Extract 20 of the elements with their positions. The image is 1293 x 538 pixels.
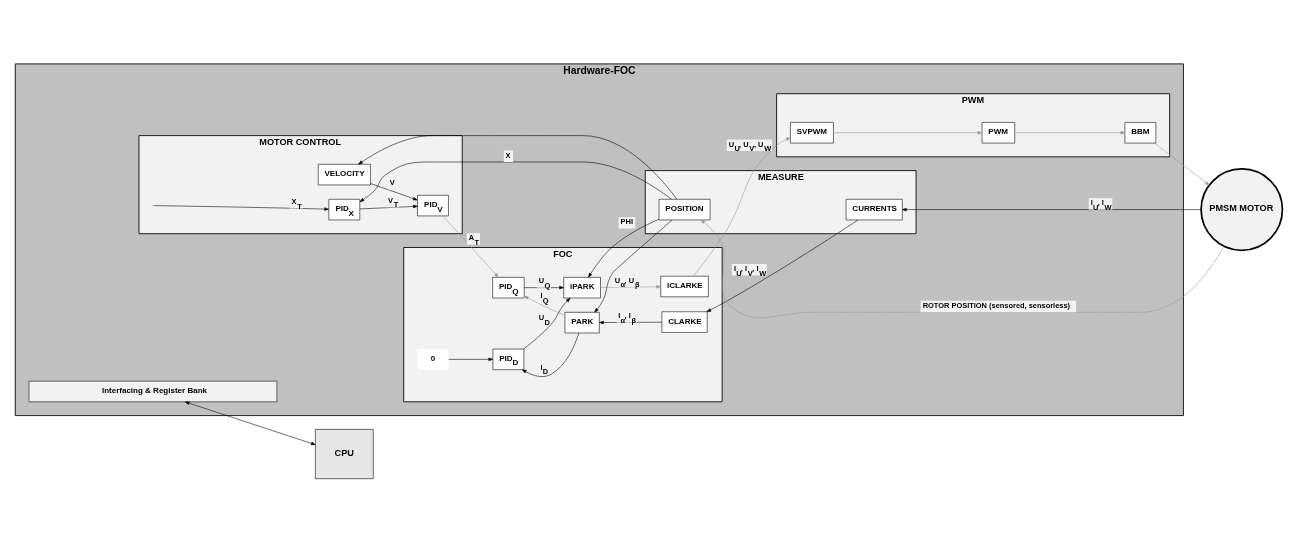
arrow <box>1014 131 1126 135</box>
arrow <box>600 285 661 289</box>
node-box: CPU <box>315 429 374 479</box>
arrow <box>523 285 564 290</box>
arrow <box>902 207 1202 212</box>
arrow <box>359 204 418 210</box>
arrow <box>359 161 672 202</box>
arrow <box>700 219 1225 319</box>
arrow <box>523 297 571 350</box>
arrow <box>358 135 678 200</box>
node-circle: PMSM MOTOR <box>1200 168 1284 252</box>
arrow <box>153 205 329 211</box>
arrow <box>370 183 418 201</box>
arrow <box>1154 142 1210 186</box>
arrow <box>523 295 566 316</box>
arrow <box>442 215 499 278</box>
arrow <box>448 357 494 362</box>
arrow <box>706 219 859 312</box>
arrow <box>184 401 316 446</box>
arrow <box>833 131 983 135</box>
